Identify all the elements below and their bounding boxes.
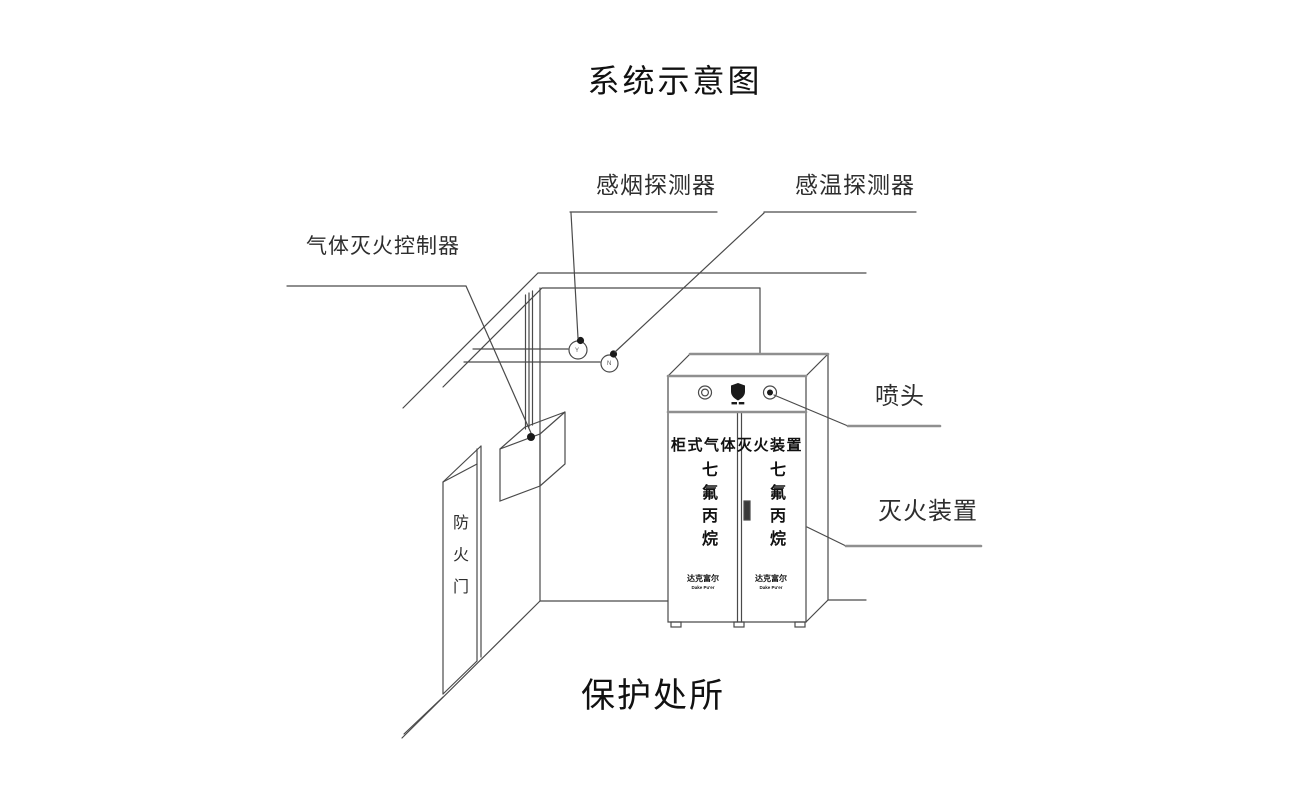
brand-shield-icon bbox=[731, 383, 745, 401]
brand-name-en: Dake Pu'er bbox=[759, 584, 783, 590]
brand-name-cn: 达克富尔 bbox=[687, 574, 719, 583]
cabinet-right-brand: 达克富尔 Dake Pu'er bbox=[755, 568, 787, 591]
cabinet-right-door-text: 七氟丙烷 bbox=[767, 461, 784, 553]
brand-name-cn: 达克富尔 bbox=[755, 574, 787, 583]
cabinet-panel-fittings bbox=[697, 383, 778, 405]
ceiling-lines bbox=[402, 272, 867, 409]
cabinet-left-brand: 达克富尔 Dake Pu'er bbox=[687, 568, 719, 591]
label-controller: 气体灭火控制器 bbox=[306, 235, 460, 258]
cabinet-header-text: 柜式气体灭火装置 bbox=[670, 437, 804, 454]
cabinet-outline bbox=[667, 353, 829, 628]
controller-box bbox=[499, 411, 566, 502]
leader-lines bbox=[286, 211, 917, 547]
label-fire-door: 防火门 bbox=[450, 514, 467, 610]
cabinet-handle bbox=[743, 500, 751, 521]
cabinet-left-door-text: 七氟丙烷 bbox=[699, 461, 716, 553]
fire-door-outline bbox=[442, 445, 482, 695]
detector-wires bbox=[463, 348, 601, 363]
label-heat-detector: 感温探测器 bbox=[795, 172, 915, 198]
heat-detector-glyph: N bbox=[607, 361, 612, 367]
page-title: 系统示意图 bbox=[587, 63, 763, 99]
label-nozzle: 喷头 bbox=[875, 383, 925, 410]
label-protected-area: 保护处所 bbox=[581, 678, 725, 715]
label-smoke-detector: 感烟探测器 bbox=[596, 172, 716, 198]
cabinet-thick-edges bbox=[666, 352, 830, 414]
label-extinguisher-unit: 灭火装置 bbox=[878, 498, 978, 525]
conduit-lines bbox=[524, 290, 534, 430]
brand-name-en: Dake Pu'er bbox=[691, 584, 715, 590]
smoke-detector-glyph: Y bbox=[575, 348, 580, 354]
extinguisher-leader bbox=[806, 526, 847, 547]
leader-underlines bbox=[844, 424, 983, 548]
panel-indicator bbox=[697, 385, 713, 400]
smoke-detector-symbol bbox=[568, 336, 588, 360]
nozzle-icon bbox=[762, 385, 778, 400]
controller-label-leader bbox=[286, 285, 532, 434]
nozzle-leader bbox=[773, 394, 849, 427]
